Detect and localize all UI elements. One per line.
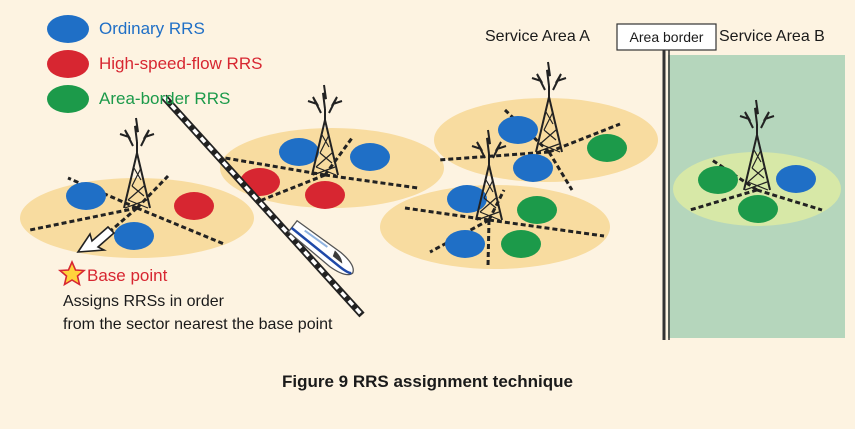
area-border-label-box: [616, 23, 717, 51]
ordinary-rrs: [447, 185, 487, 213]
high-speed-flow-rrs: [174, 192, 214, 220]
legend-area-border-rrs-swatch: [47, 85, 89, 113]
high-speed-flow-rrs: [305, 181, 345, 209]
legend-ordinary-rrs-swatch: [47, 15, 89, 43]
service-area-a-label: Service Area A: [485, 28, 590, 45]
ordinary-rrs: [513, 154, 553, 182]
ordinary-rrs: [498, 116, 538, 144]
railway-track: [161, 94, 365, 318]
note-line-2: from the sector nearest the base point: [63, 316, 333, 333]
ordinary-rrs: [445, 230, 485, 258]
train-icon: [287, 219, 354, 276]
area-border-rrs: [698, 166, 738, 194]
base-point-arrow-icon: [76, 225, 116, 253]
area-border-rrs: [738, 195, 778, 223]
cell-3: [434, 61, 658, 191]
cell-5: [673, 99, 841, 226]
cell-2: [220, 84, 444, 209]
cell-4: [380, 129, 610, 269]
area-border-rrs: [587, 134, 627, 162]
service-area-b-label: Service Area B: [719, 28, 825, 45]
area-border-rrs: [517, 196, 557, 224]
cell-1: [20, 117, 254, 258]
ordinary-rrs: [776, 165, 816, 193]
base-point-label: Base point: [87, 266, 168, 285]
star-icon: [57, 260, 87, 287]
area-border-rrs: [501, 230, 541, 258]
ordinary-rrs: [279, 138, 319, 166]
legend-high-speed-flow-rrs-swatch: [47, 50, 89, 78]
ordinary-rrs: [114, 222, 154, 250]
ordinary-rrs: [350, 143, 390, 171]
figure-caption: Figure 9 RRS assignment technique: [282, 372, 573, 391]
legend-label-area-border-rrs: Area-border RRS: [99, 89, 231, 108]
area-border-label: Area border: [629, 29, 704, 45]
note-line-1: Assigns RRSs in order: [63, 293, 224, 310]
legend-label-high-speed-flow-rrs: High-speed-flow RRS: [99, 54, 263, 73]
legend-label-ordinary-rrs: Ordinary RRS: [99, 19, 205, 38]
ordinary-rrs: [66, 182, 106, 210]
